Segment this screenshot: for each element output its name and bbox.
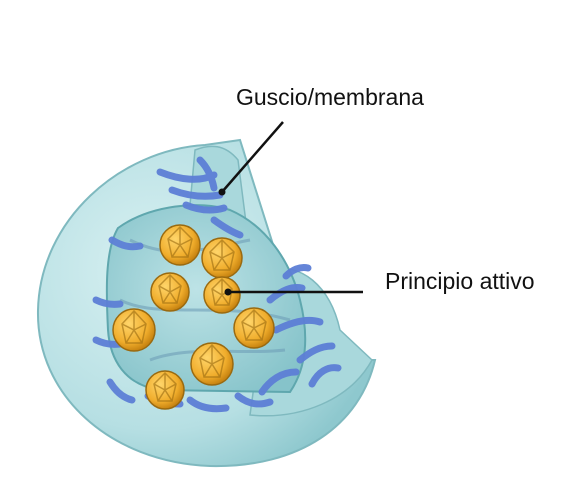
particle	[151, 273, 189, 311]
label-shell: Guscio/membrana	[236, 84, 424, 111]
leader-dot-shell	[219, 189, 226, 196]
particle	[113, 309, 155, 351]
particle	[146, 371, 184, 409]
leader-dot-active	[225, 289, 232, 296]
particle	[204, 277, 240, 313]
particle	[234, 308, 274, 348]
particle	[191, 343, 233, 385]
label-active-ingredient: Principio attivo	[385, 268, 535, 295]
particle	[202, 238, 242, 278]
particle	[160, 225, 200, 265]
